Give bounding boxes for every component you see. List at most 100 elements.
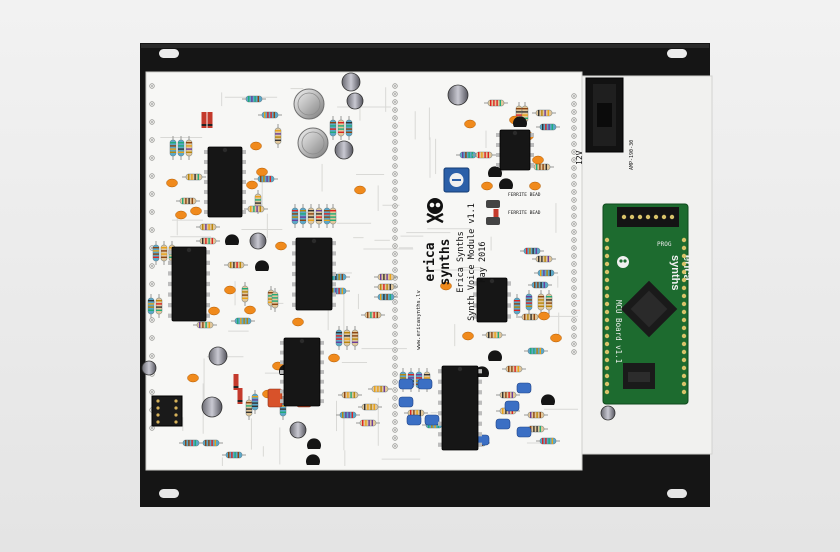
resistor-band (543, 270, 545, 276)
dip-ic (473, 277, 511, 323)
ferrite-bead-label: FERRITE BEAD (508, 192, 541, 198)
pad-hole (573, 103, 575, 105)
resistor-band (188, 198, 190, 204)
ic-body (283, 337, 321, 407)
mcu-pin (681, 325, 687, 331)
resistor-band (542, 438, 544, 444)
ceramic-capacitor (208, 306, 220, 316)
resistor-band (191, 198, 193, 204)
resistor-band (352, 335, 358, 337)
pad-hole (573, 183, 575, 185)
resistor-band (300, 216, 306, 218)
resistor (482, 331, 506, 339)
pad-hole (394, 109, 396, 111)
pad-hole (394, 221, 396, 223)
resistor-band (533, 412, 535, 418)
ceramic-capacitor (532, 155, 544, 165)
resistor-band (365, 420, 367, 426)
ic-pin (204, 150, 208, 154)
pad-hole (573, 135, 575, 137)
resistor-band (373, 404, 375, 410)
resistor-band (539, 348, 541, 354)
mcu-pin (681, 245, 687, 251)
ic-pin (280, 350, 284, 355)
pad-hole (573, 215, 575, 217)
resistor-band (380, 274, 382, 280)
ic-pin (206, 250, 210, 255)
ic-pin (206, 271, 210, 276)
resistor-band (527, 314, 529, 320)
ic-pin (478, 390, 482, 395)
mcu-pin (681, 261, 687, 267)
ic-pin (332, 261, 336, 266)
pad-hole (394, 341, 396, 343)
ic-pin (242, 170, 246, 174)
resistor (185, 136, 193, 160)
to92-transistor (499, 178, 513, 189)
resistor-band (316, 210, 322, 212)
title-line-1: Erica Synths (456, 231, 466, 292)
pin-headers (149, 83, 577, 449)
resistor-band (161, 250, 167, 252)
title-line-3: May 2016 (478, 242, 488, 283)
resistor-band (416, 374, 422, 376)
ic-pin (206, 313, 210, 318)
pad-hole (394, 293, 396, 295)
resistor-band (251, 96, 253, 102)
resistor-band (522, 117, 528, 119)
resistor-band (292, 213, 298, 215)
ic-pin (320, 399, 324, 404)
resistor-band (547, 110, 549, 116)
diode-band (233, 386, 239, 388)
resistor-band (516, 114, 522, 116)
ic-pin (478, 379, 482, 384)
mcu-pin (604, 277, 610, 283)
ic-pin (206, 303, 210, 308)
resistor-band (539, 412, 541, 418)
pad-hole (394, 381, 396, 383)
mcu-pin (681, 341, 687, 347)
power-connector: 12V AMP-190-30 (575, 77, 635, 170)
ceramic-capacitor (529, 181, 541, 191)
resistor-band (338, 128, 344, 130)
resistor (199, 439, 223, 447)
pad-hole (394, 357, 396, 359)
pad-hole (151, 175, 153, 177)
mcu-pin (681, 349, 687, 355)
resistor-band (530, 314, 532, 320)
dip-ic (292, 237, 336, 311)
dip-ic (438, 365, 482, 451)
to92-transistor (513, 116, 527, 127)
prog-header-pin (621, 214, 627, 220)
resistor-band (197, 174, 199, 180)
resistor-band (352, 332, 358, 334)
resistor-band (517, 366, 519, 372)
ic-pin (473, 281, 477, 286)
resistor-band (194, 440, 196, 446)
prog-header-pin (637, 214, 643, 220)
ic-pin (530, 143, 534, 147)
socket-contact (156, 399, 160, 403)
resistor-band (546, 270, 548, 276)
resistor-band (275, 136, 281, 138)
mcu-pin (604, 365, 610, 371)
pad-hole (394, 85, 396, 87)
resistor-band (541, 256, 543, 262)
resistor-band (300, 213, 306, 215)
pad-hole (573, 231, 575, 233)
ic-pin (292, 282, 296, 287)
mcu-pin (604, 325, 610, 331)
resistor-band (514, 306, 520, 308)
prog-header-pin (661, 214, 667, 220)
resistor (532, 255, 556, 263)
ic-pin (332, 241, 336, 246)
socket-contact (174, 406, 178, 410)
resistor-band (338, 131, 344, 133)
pad-hole (573, 167, 575, 169)
resistor (176, 197, 200, 205)
ic-body (441, 365, 479, 451)
resistor-band (330, 128, 336, 130)
pad-hole (573, 335, 575, 337)
resistor-band (353, 392, 355, 398)
resistor-band (376, 312, 378, 318)
